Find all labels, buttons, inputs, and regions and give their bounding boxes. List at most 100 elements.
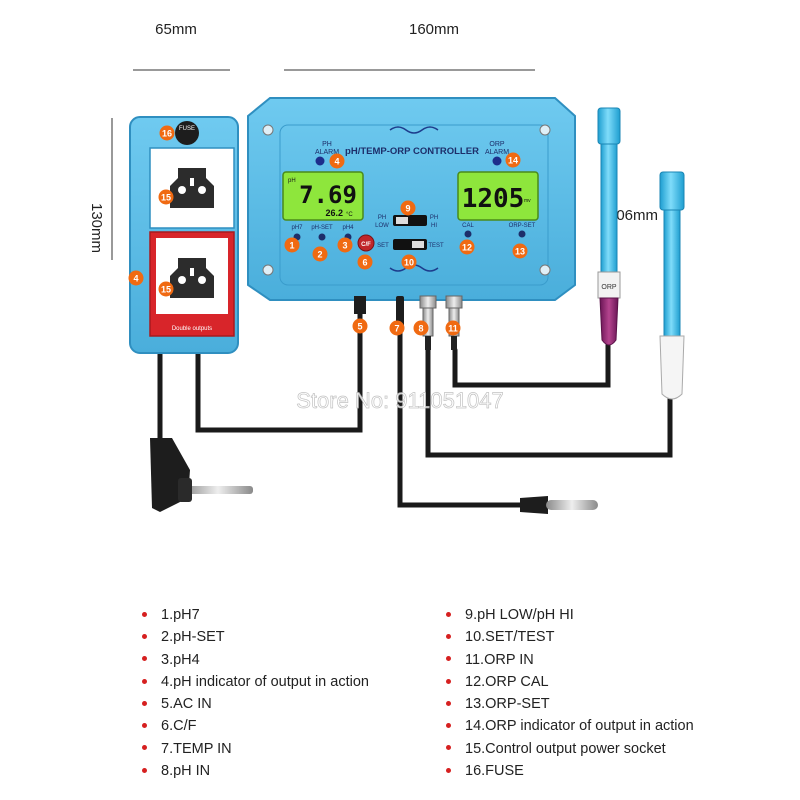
callout-circle [413,320,429,336]
legend-item: 8.pH IN [142,760,442,782]
callout-number: 7 [394,324,399,334]
legend-item: 10.SET/TEST [446,626,746,648]
legend-text: 1.pH7 [161,607,200,623]
screw-bottom-left [262,264,274,276]
ac-in-connector [354,296,366,314]
fuse-holder [175,121,199,145]
screw-bottom-right [539,264,551,276]
legend-item: 11.ORP IN [446,649,746,671]
ph-set-button[interactable] [318,233,326,241]
bullet-dot [446,633,451,639]
ph-in-bnc-connector [419,295,437,350]
cf-label: C/F [361,242,371,248]
temp-cable [397,327,523,508]
orp-alarm-label-line1: ORP [489,141,505,148]
ornament-top [389,126,439,134]
bullet-dot [446,745,451,751]
legend-item: 2.pH-SET [142,626,442,648]
cf-button[interactable] [357,234,375,252]
legend-item: 9.pH LOW/pH HI [446,604,746,626]
orp-cal-button[interactable] [464,230,472,238]
legend-text: 9.pH LOW/pH HI [465,607,574,623]
ph-lcd [282,171,364,221]
orp-alarm-label-line2: ALARM [485,149,509,156]
orp-probe: ORP [597,107,621,346]
callout-circle [459,239,475,255]
bullet-dot [142,678,147,684]
orp-cal-label: CAL [462,223,474,229]
callout-number: 8 [418,324,423,334]
orp-alarm-led [492,156,502,166]
bullet-dot [446,723,451,729]
legend-item: 5.AC IN [142,693,442,715]
ph-alarm-label-line2: ALARM [315,149,339,156]
bullet-dot [142,633,147,639]
bullet-dot [142,767,147,773]
ph-low-hi-switch-knob[interactable] [396,217,408,224]
legend-text: 13.ORP-SET [465,696,550,713]
callout-circle [357,254,373,270]
callout-circle [329,153,345,169]
callout-number: 15 [161,285,171,295]
callout-circle [512,243,528,259]
legend-item: 1.pH7 [142,604,442,626]
callout-number: 15 [161,193,171,203]
callout-circle [505,152,521,168]
callout-number: 10 [404,258,414,268]
callout-circle [312,246,328,262]
universal-outlet-top [170,168,214,208]
callout-circle [352,318,368,334]
callout-number: 11 [448,324,458,334]
bullet-dot [142,723,147,729]
callout-number: 13 [515,247,525,257]
screw-top-right [539,124,551,136]
cables [157,297,673,508]
ph-probe [659,171,685,400]
bullet-dot [142,611,147,617]
bullet-dot [142,656,147,662]
legend-text: 6.C/F [161,718,197,735]
socket-box: FUSE Double outputs [129,116,239,354]
legend-text: 4.pH indicator of output in action [161,673,369,690]
watermark: Store No: 911051047 [296,388,504,413]
temperature-probe [520,496,598,514]
callout-number: 4 [334,157,339,167]
bullet-dot [446,678,451,684]
legend-text: 3.pH4 [161,651,200,668]
callout-circle [389,320,405,336]
legend-text: 14.ORP indicator of output in action [465,718,694,735]
ph-alarm-label-line1: PH [322,141,332,148]
callout-number: 3 [342,241,347,251]
temp-unit: °C [346,212,353,218]
ph7-label: pH7 [291,225,303,231]
ph-hi-label-line2: HI [431,223,437,229]
controller-title: pH/TEMP-ORP CONTROLLER [345,146,479,157]
power-cable-ac-in [195,297,363,433]
callout-number: 5 [357,322,362,332]
legend-text: 2.pH-SET [161,629,225,646]
orp-set-button[interactable] [518,230,526,238]
callout-number: 6 [362,258,367,268]
ph-probe-cable [425,347,673,458]
callout-number: 14 [508,156,518,166]
legend-text: 12.ORP CAL [465,673,549,690]
callout-number: 2 [317,250,322,260]
set-test-switch-knob[interactable] [412,241,424,248]
universal-outlet-bottom [170,258,214,298]
fuse-text: FUSE [179,126,195,132]
ph-lcd-tag: pH [288,178,296,184]
width-label-socket: 65mm [155,21,197,38]
probe-length-label: 106mm [608,207,658,224]
orp-reading: 1205 [462,184,525,214]
callout-circle [401,254,417,270]
width-label-controller: 160mm [409,21,459,38]
legend-item: 7.TEMP IN [142,738,442,760]
power-plug [150,438,253,512]
callout-circle [128,270,144,286]
callout-circle [158,189,174,205]
legend-item: 13.ORP-SET [446,693,746,715]
callout-circle [400,200,416,216]
legend-right-column: 9.pH LOW/pH HI 10.SET/TEST 11.ORP IN 12.… [446,604,746,782]
